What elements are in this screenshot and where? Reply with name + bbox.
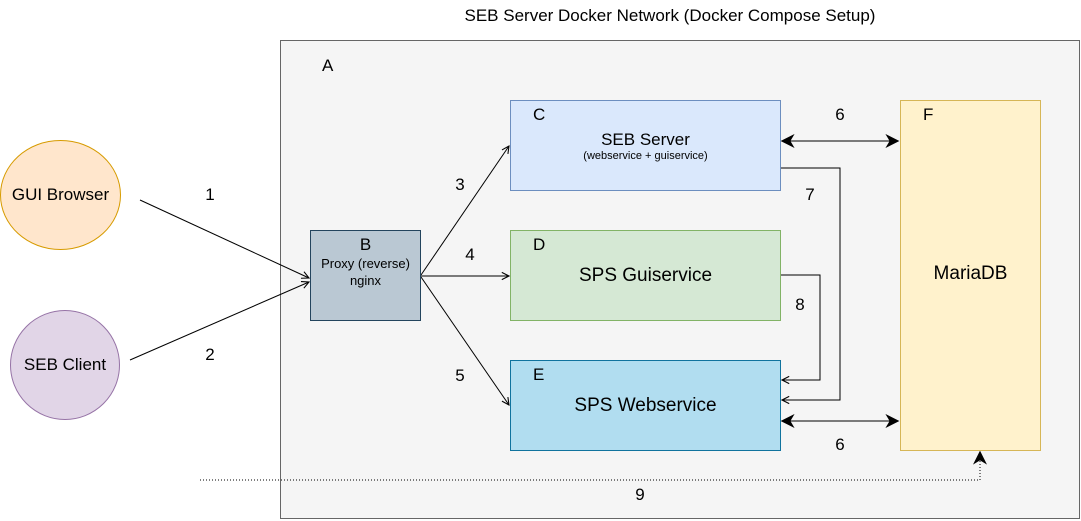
edge-label-7: 7 <box>805 185 815 204</box>
edge-8 <box>780 274 821 380</box>
edge-label-3: 3 <box>455 175 465 194</box>
seb-client-node: SEB Client <box>10 310 120 420</box>
sps-guiservice-label: SPS Guiservice <box>578 264 713 286</box>
sps-webservice-label: SPS Webservice <box>574 394 717 416</box>
diagram-title: SEB Server Docker Network (Docker Compos… <box>464 6 876 25</box>
edge-2 <box>129 282 309 361</box>
sps-guiservice-letter: D <box>533 235 546 254</box>
network-letter: A <box>322 56 334 75</box>
gui-browser-label: GUI Browser <box>11 185 110 204</box>
mariadb-letter: F <box>923 105 934 124</box>
edge-9 <box>200 450 987 481</box>
edge-3 <box>420 146 509 276</box>
edge-label-9: 9 <box>635 485 645 504</box>
seb-server-node: SEB Server (webservice + guiservice) <box>510 100 781 191</box>
edge-label-2: 2 <box>205 345 215 364</box>
proxy-label-line1: Proxy (reverse) <box>321 256 410 271</box>
edge-label-4: 4 <box>465 245 475 264</box>
seb-server-label: SEB Server <box>601 129 690 149</box>
edge-label-1: 1 <box>205 185 215 204</box>
edge-label-6-bottom: 6 <box>835 435 845 454</box>
edge-label-5: 5 <box>455 366 465 385</box>
seb-client-label: SEB Client <box>23 355 107 374</box>
mariadb-label: MariaDB <box>933 263 1008 284</box>
edge-7 <box>780 167 841 400</box>
sps-guiservice-node: SPS Guiservice <box>510 230 781 321</box>
edge-label-8: 8 <box>795 295 805 314</box>
sps-webservice-letter: E <box>533 365 545 384</box>
seb-server-sublabel: (webservice + guiservice) <box>583 149 708 162</box>
seb-server-letter: C <box>533 105 546 124</box>
sps-webservice-node: SPS Webservice <box>510 360 781 451</box>
proxy-label-line2: nginx <box>349 273 382 288</box>
edge-label-6-top: 6 <box>835 105 845 124</box>
edge-5 <box>420 276 509 405</box>
proxy-node: B Proxy (reverse) nginx <box>310 230 421 321</box>
gui-browser-node: GUI Browser <box>0 140 121 250</box>
edge-1 <box>139 199 309 278</box>
proxy-letter: B <box>359 235 372 254</box>
mariadb-node: MariaDB <box>900 100 1041 451</box>
